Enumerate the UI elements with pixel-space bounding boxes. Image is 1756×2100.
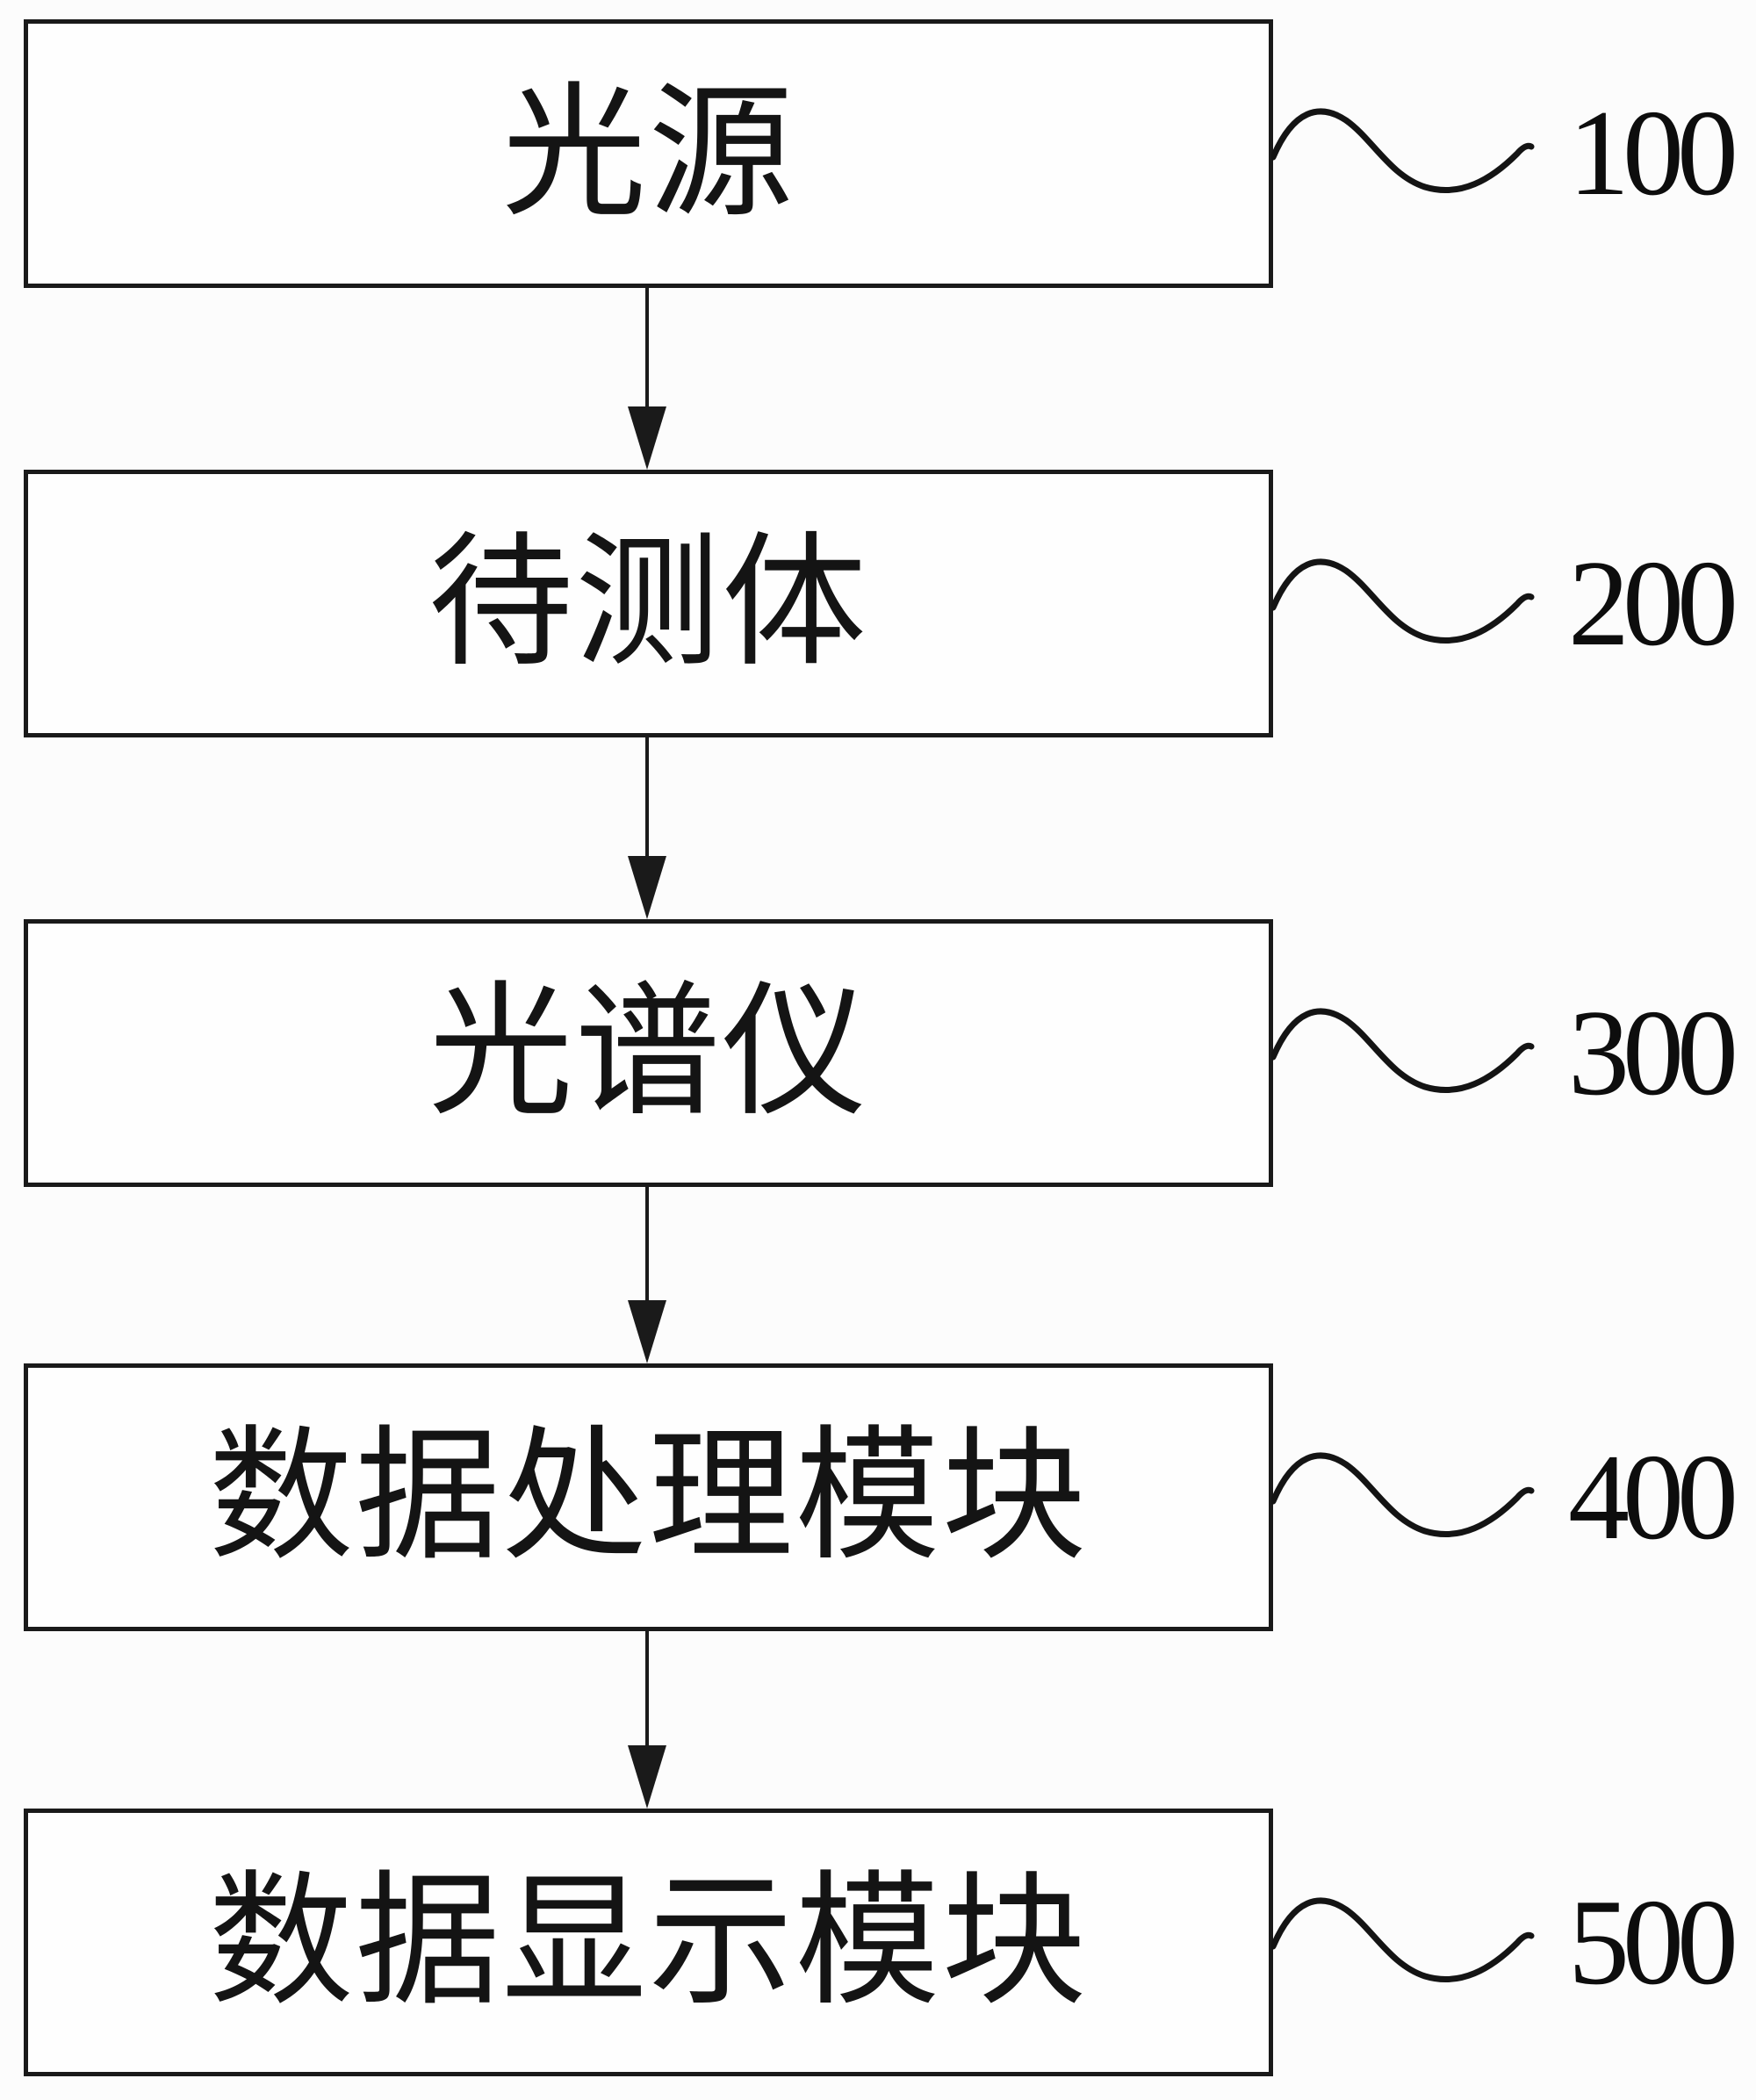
ref-row-2: 200 <box>1271 470 1756 737</box>
ref-row-3: 300 <box>1271 919 1756 1187</box>
flow-arrow-line <box>645 1631 649 1745</box>
flow-arrow-line <box>645 1187 649 1300</box>
reference-number: 400 <box>1568 1428 1738 1565</box>
ref-row-1: 100 <box>1271 19 1756 288</box>
reference-number: 500 <box>1568 1873 1738 2010</box>
flow-arrowhead-icon <box>628 1300 666 1363</box>
flow-box-label: 待测体 <box>428 523 868 684</box>
flow-box-label: 数据显示模块 <box>208 1862 1089 2023</box>
flow-box-data-processing-module: 数据处理模块 <box>24 1363 1273 1631</box>
reference-number: 300 <box>1568 984 1738 1121</box>
flow-box-label: 数据处理模块 <box>208 1417 1089 1578</box>
flow-box-light-source: 光源 <box>24 19 1273 288</box>
wavy-connector-icon <box>1271 108 1535 193</box>
wavy-connector-icon <box>1271 1897 1535 1982</box>
reference-number: 200 <box>1568 535 1738 672</box>
wavy-connector-icon <box>1271 1008 1535 1093</box>
flow-box-label: 光谱仪 <box>428 973 868 1133</box>
flow-arrowhead-icon <box>628 406 666 470</box>
reference-number: 100 <box>1568 85 1738 221</box>
ref-row-4: 400 <box>1271 1363 1756 1631</box>
flow-box-label: 光源 <box>501 73 795 234</box>
wavy-connector-icon <box>1271 558 1535 644</box>
wavy-connector-icon <box>1271 1452 1535 1537</box>
flow-arrowhead-icon <box>628 856 666 919</box>
ref-row-5: 500 <box>1271 1809 1756 2076</box>
flow-box-data-display-module: 数据显示模块 <box>24 1809 1273 2076</box>
flow-arrow-line <box>645 288 649 408</box>
flow-arrow-line <box>645 737 649 856</box>
flow-arrowhead-icon <box>628 1745 666 1809</box>
flow-box-spectrometer: 光谱仪 <box>24 919 1273 1187</box>
flow-box-object-under-test: 待测体 <box>24 470 1273 737</box>
